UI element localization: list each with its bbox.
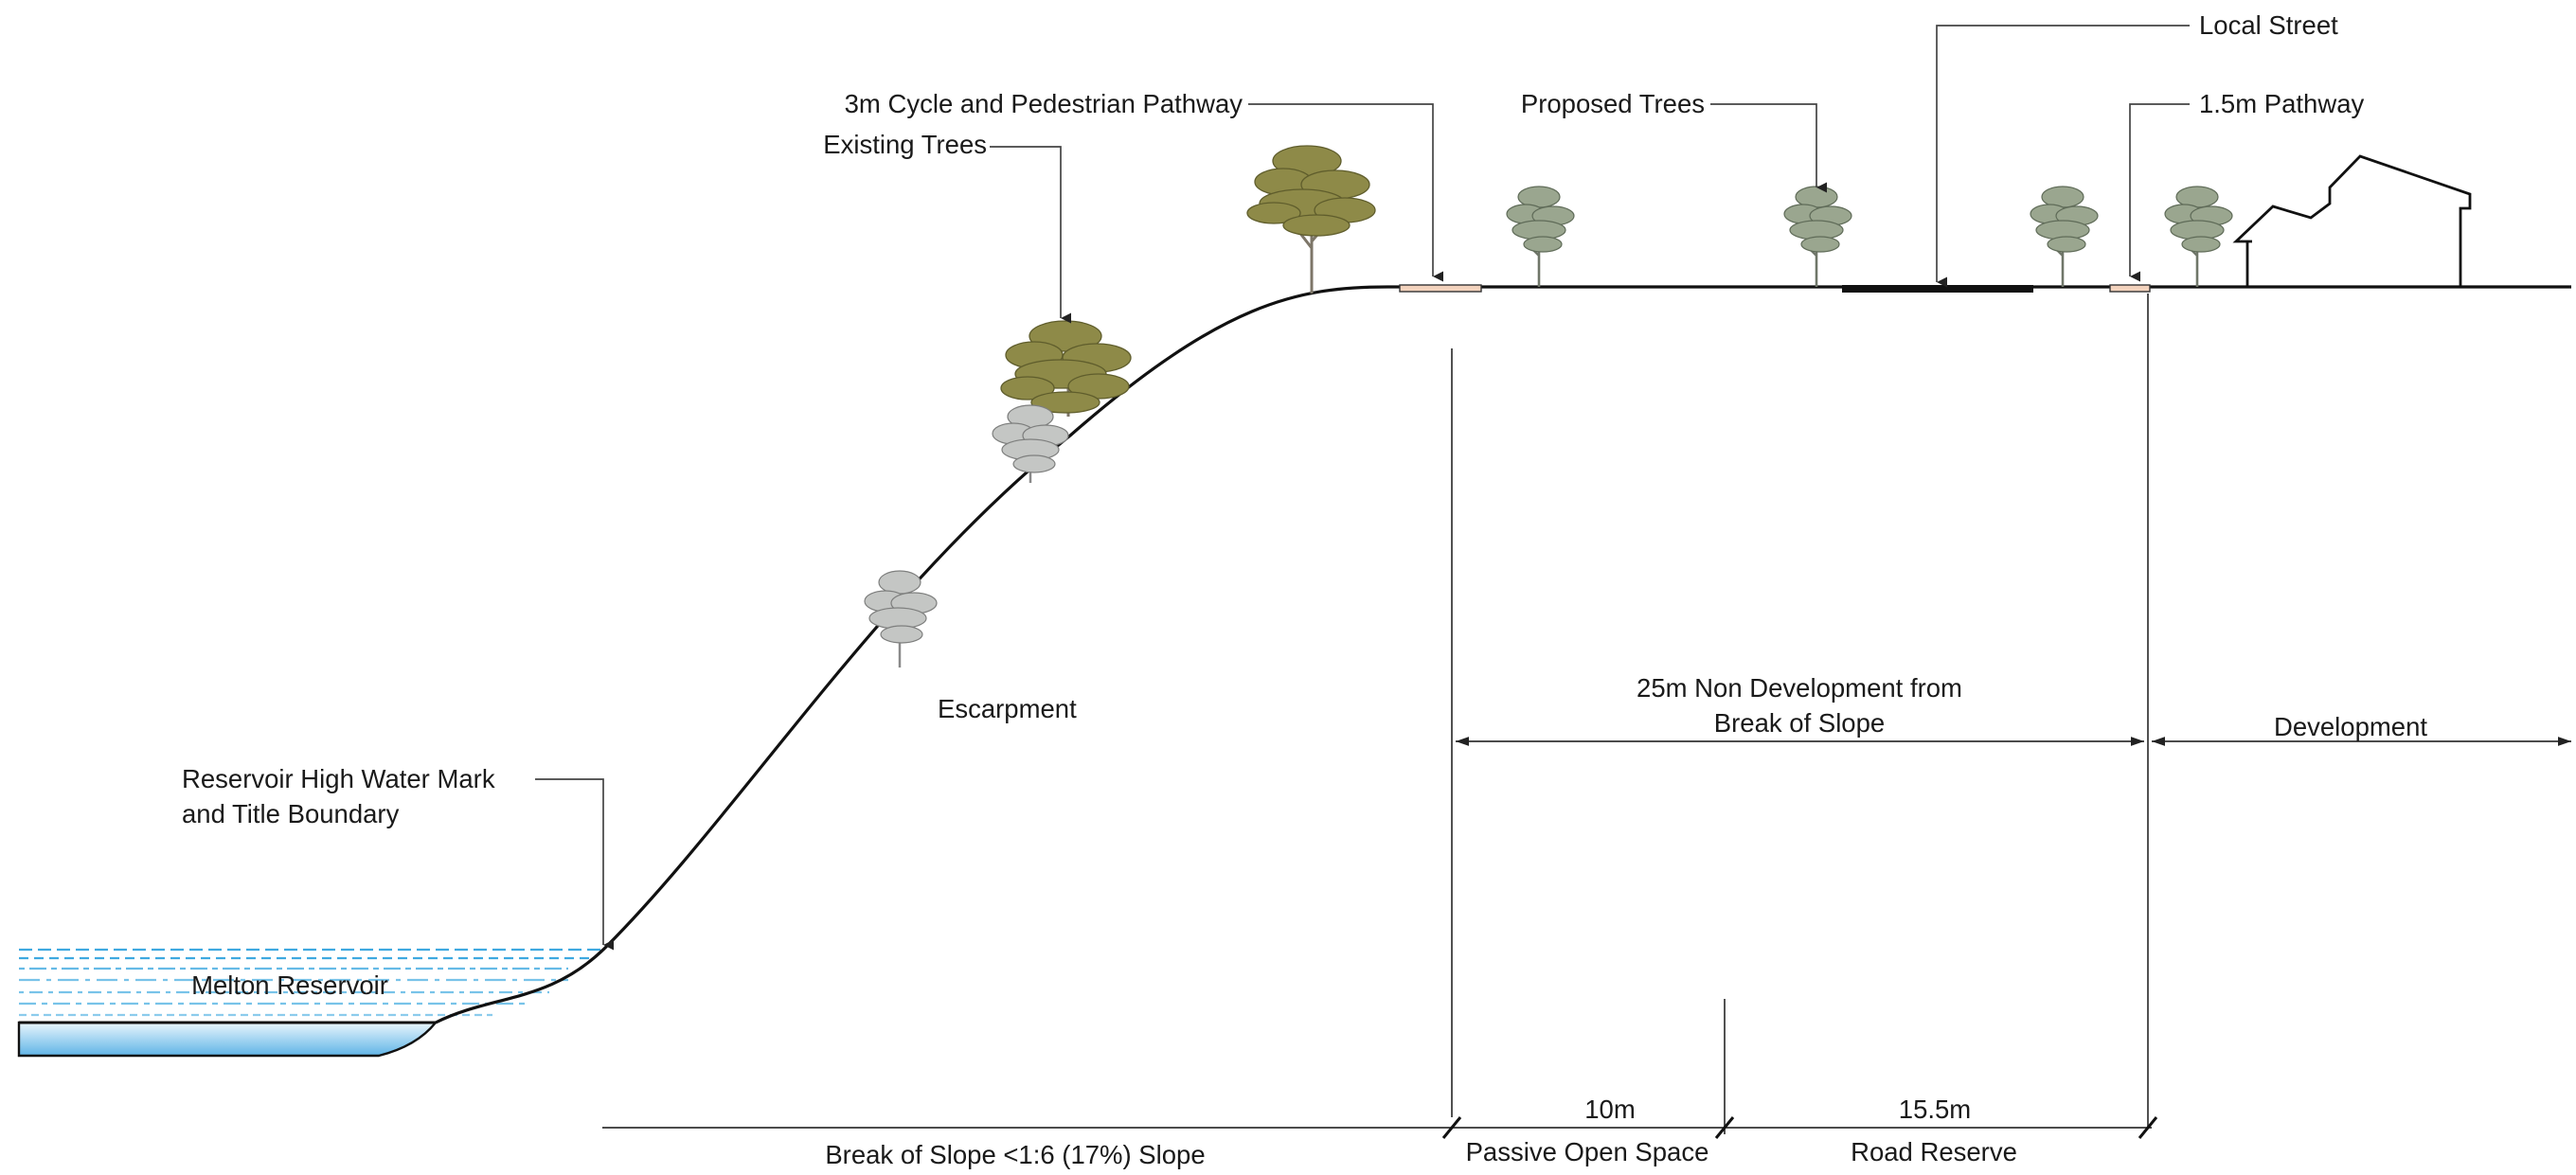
leader-local-street	[1936, 25, 2190, 288]
existing-tree-large-top	[1246, 145, 1376, 294]
label-high-water-mark-line2: and Title Boundary	[182, 799, 400, 828]
label-pathway-1-5m: 1.5m Pathway	[2199, 89, 2365, 118]
reservoir-basin	[17, 1021, 438, 1058]
existing-tree-grey-slope	[992, 404, 1069, 483]
leader-cycle-pathway	[1248, 103, 1443, 282]
label-non-development-line2: Break of Slope	[1714, 708, 1885, 738]
water-surface-dashes	[19, 948, 606, 1017]
label-break-of-slope: Break of Slope <1:6 (17%) Slope	[825, 1140, 1205, 1169]
label-high-water-mark-line1: Reservoir High Water Mark	[182, 764, 495, 793]
label-non-development-line1: 25m Non Development from	[1637, 673, 1962, 703]
dimension-lines	[602, 294, 2571, 1139]
proposed-tree-3	[2030, 186, 2099, 287]
label-development: Development	[2274, 712, 2427, 741]
leader-existing-trees	[990, 146, 1071, 324]
label-existing-trees: Existing Trees	[823, 130, 987, 159]
leader-high-water-mark	[535, 778, 614, 951]
cycle-pathway-surface	[1399, 284, 1482, 293]
label-dim-15-5m: 15.5m	[1899, 1095, 1971, 1124]
label-melton-reservoir: Melton Reservoir	[191, 970, 388, 1000]
label-dim-10m: 10m	[1584, 1095, 1636, 1124]
label-proposed-trees: Proposed Trees	[1521, 89, 1705, 118]
pathway-1-5m-surface	[2109, 284, 2151, 293]
ground-profile-line	[435, 285, 2571, 1024]
label-local-street: Local Street	[2199, 10, 2338, 40]
existing-tree-grey-lower	[864, 570, 938, 668]
existing-tree-upper-slope	[1000, 320, 1132, 417]
label-road-reserve: Road Reserve	[1851, 1137, 2017, 1166]
leader-pathway-1-5m	[2129, 103, 2190, 282]
melton-reservoir-water	[17, 948, 606, 1058]
local-street-surface	[1842, 285, 2033, 293]
label-cycle-pathway: 3m Cycle and Pedestrian Pathway	[845, 89, 1243, 118]
proposed-tree-4	[2164, 186, 2233, 287]
label-passive-open-space: Passive Open Space	[1466, 1137, 1709, 1166]
proposed-tree-2	[1783, 186, 1852, 287]
leader-proposed-trees	[1710, 103, 1827, 193]
proposed-tree-1	[1506, 186, 1575, 287]
house-icon	[2232, 154, 2472, 287]
label-escarpment: Escarpment	[938, 694, 1077, 723]
